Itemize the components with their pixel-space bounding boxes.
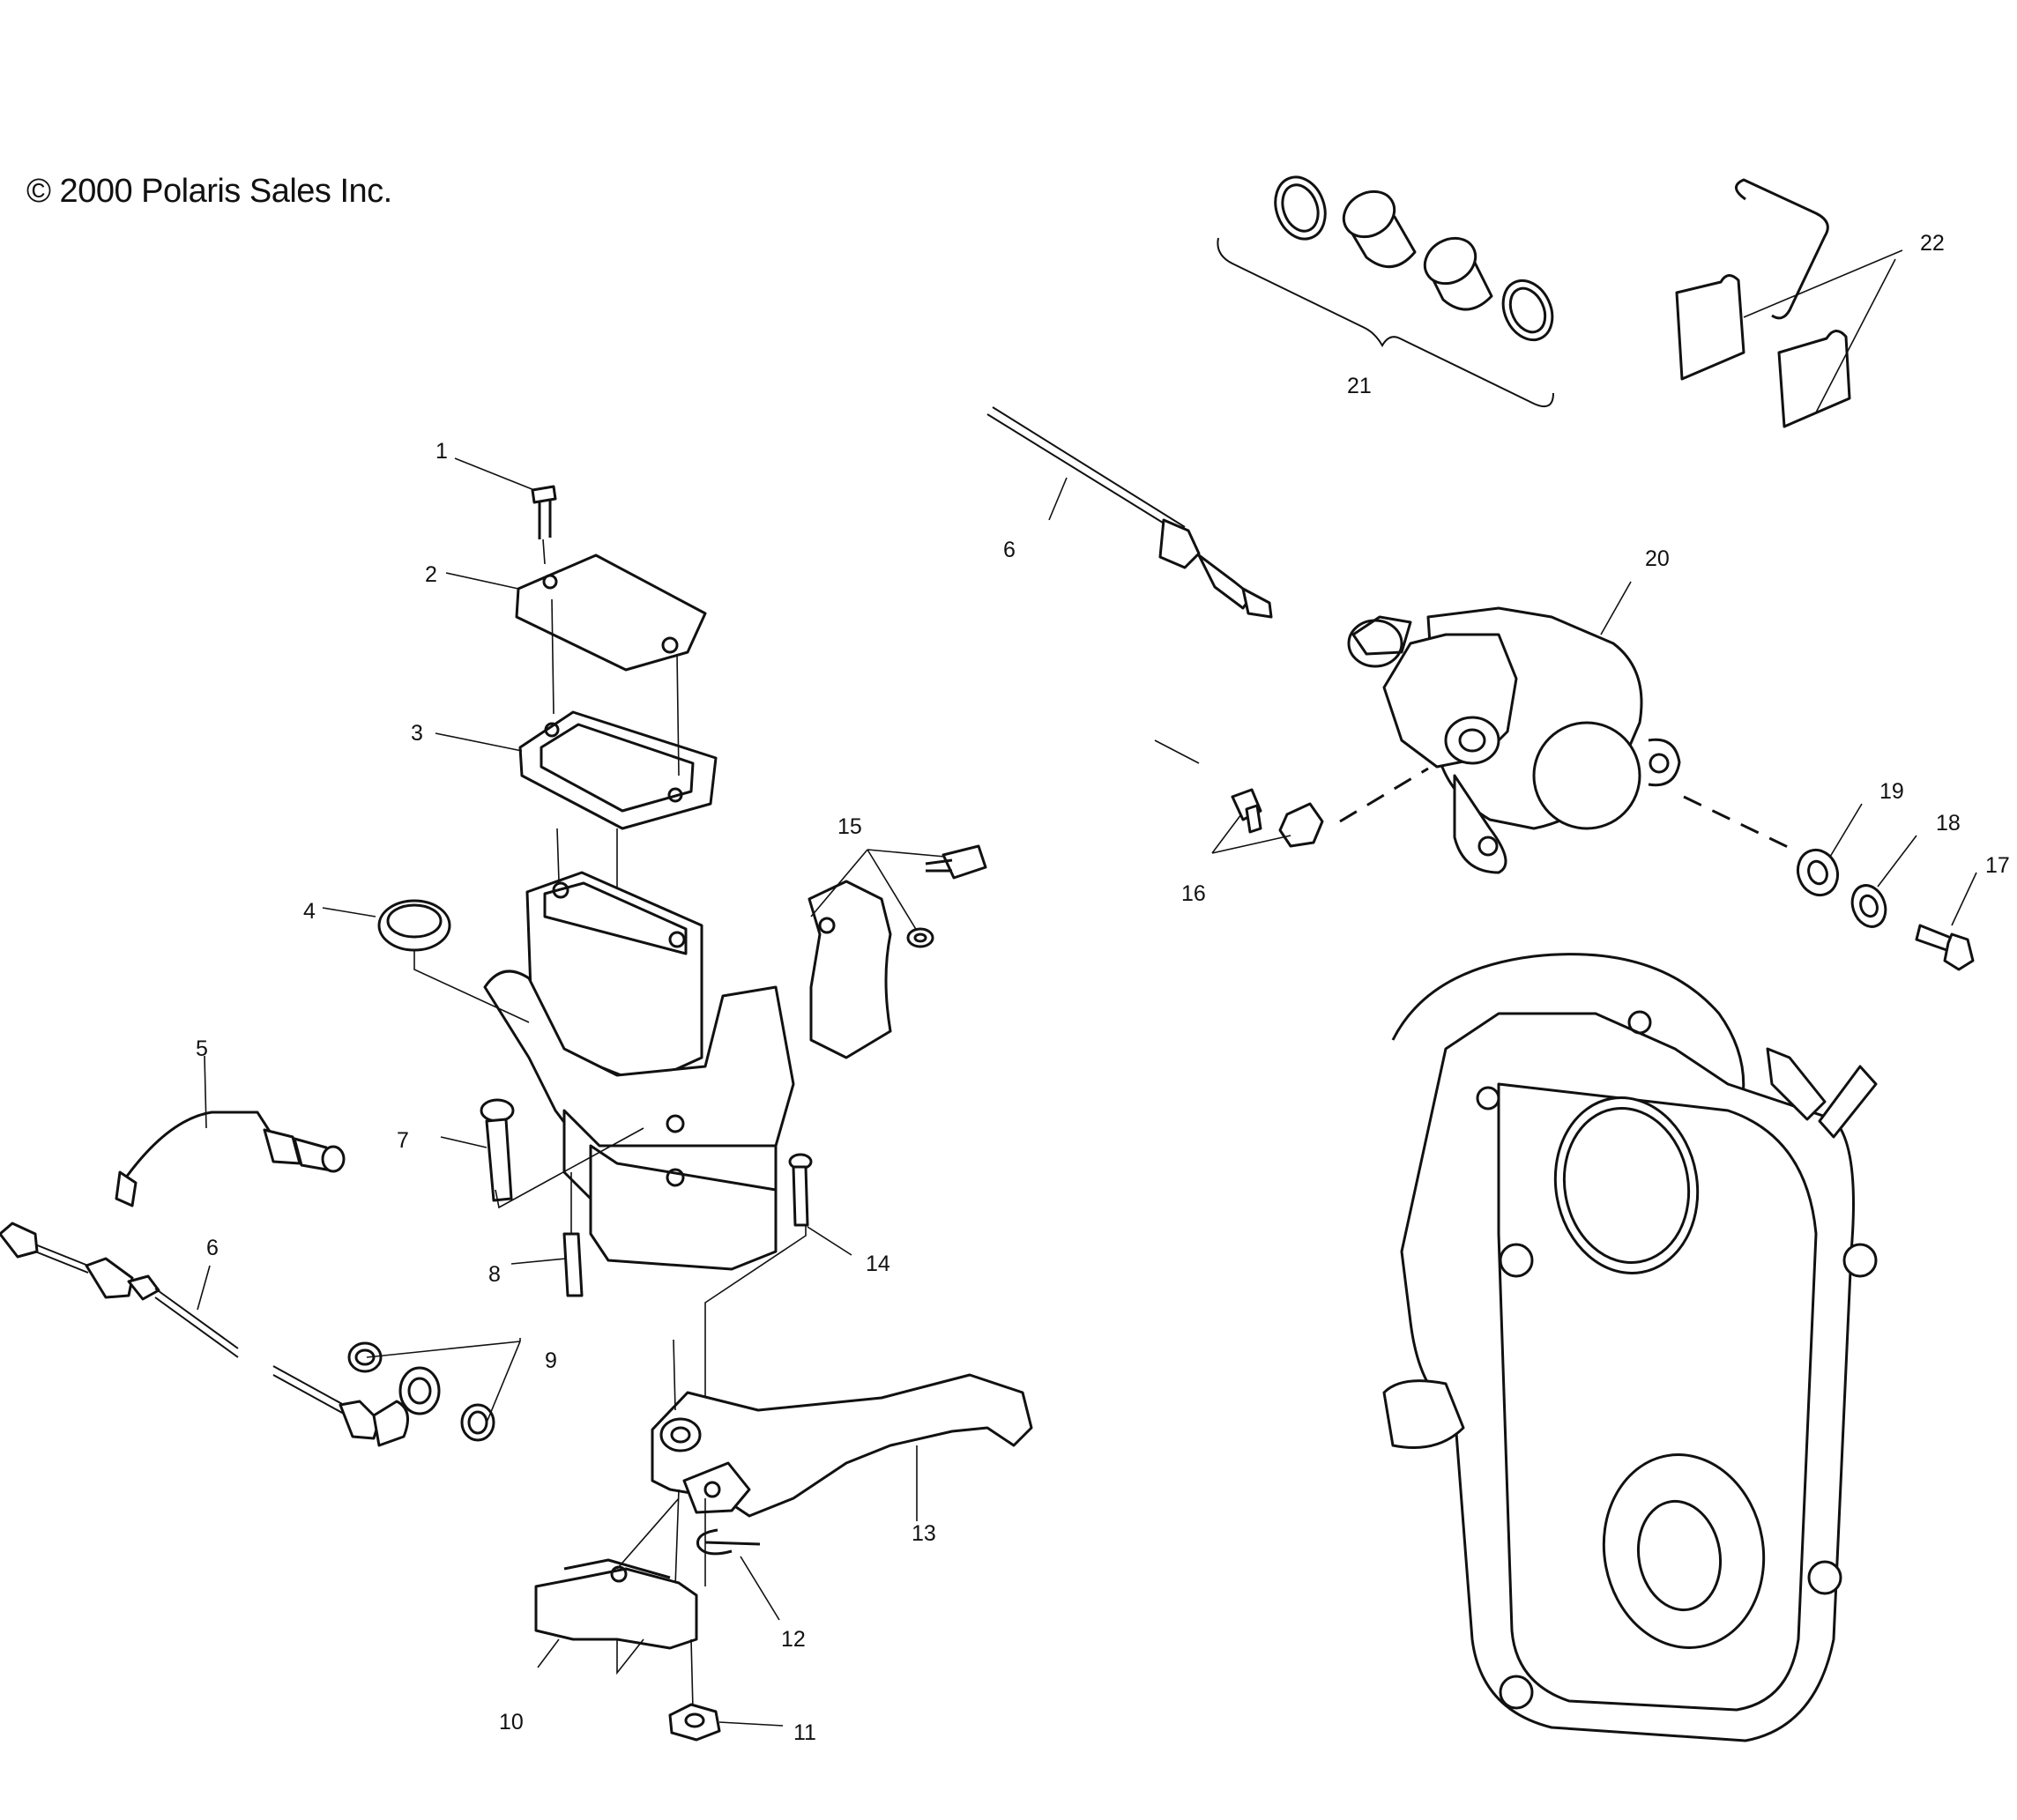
callout-14: 14 — [866, 1252, 890, 1276]
brake-pad-kit — [1675, 178, 1903, 428]
callout-5: 5 — [196, 1036, 208, 1061]
callout-7: 7 — [397, 1128, 409, 1153]
callout-17: 17 — [1985, 853, 2010, 878]
callout-20: 20 — [1645, 546, 1670, 571]
callout-19: 19 — [1879, 779, 1904, 804]
callout-10: 10 — [499, 1710, 524, 1735]
callout-2: 2 — [425, 562, 437, 587]
callout-6-lower: 6 — [206, 1236, 219, 1260]
brake-line-lower — [0, 1222, 495, 1447]
bleeder-screw — [1231, 767, 1429, 848]
callout-18: 18 — [1936, 811, 1961, 836]
brake-lever-assembly — [534, 1339, 1033, 1742]
callout-21: 21 — [1347, 374, 1372, 398]
brake-caliper — [1347, 606, 1681, 874]
callout-9: 9 — [545, 1348, 557, 1373]
leader-lines — [197, 457, 1977, 1727]
callout-labels: 1 2 3 4 5 6 6 7 8 9 10 11 12 13 14 15 16… — [196, 231, 2010, 1745]
copyright-notice: © 2000 Polaris Sales Inc. — [26, 173, 392, 210]
brake-switch-wire — [115, 1111, 346, 1207]
caliper-mounting-hardware — [1683, 795, 1975, 971]
callout-12: 12 — [781, 1627, 806, 1652]
callout-22: 22 — [1920, 231, 1945, 256]
chaincase-housing — [1382, 953, 1878, 1742]
callout-13: 13 — [912, 1521, 936, 1546]
callout-3: 3 — [411, 721, 423, 746]
piston-seal-kit — [1217, 175, 1554, 407]
callout-15: 15 — [837, 814, 862, 839]
callout-8: 8 — [488, 1262, 501, 1287]
brake-line-upper — [986, 406, 1273, 619]
callout-1: 1 — [435, 439, 448, 464]
master-cylinder-assembly — [377, 485, 987, 1410]
callout-11: 11 — [793, 1720, 816, 1745]
callout-6-upper: 6 — [1003, 538, 1016, 562]
callout-16: 16 — [1181, 881, 1206, 906]
callout-4: 4 — [303, 899, 316, 924]
